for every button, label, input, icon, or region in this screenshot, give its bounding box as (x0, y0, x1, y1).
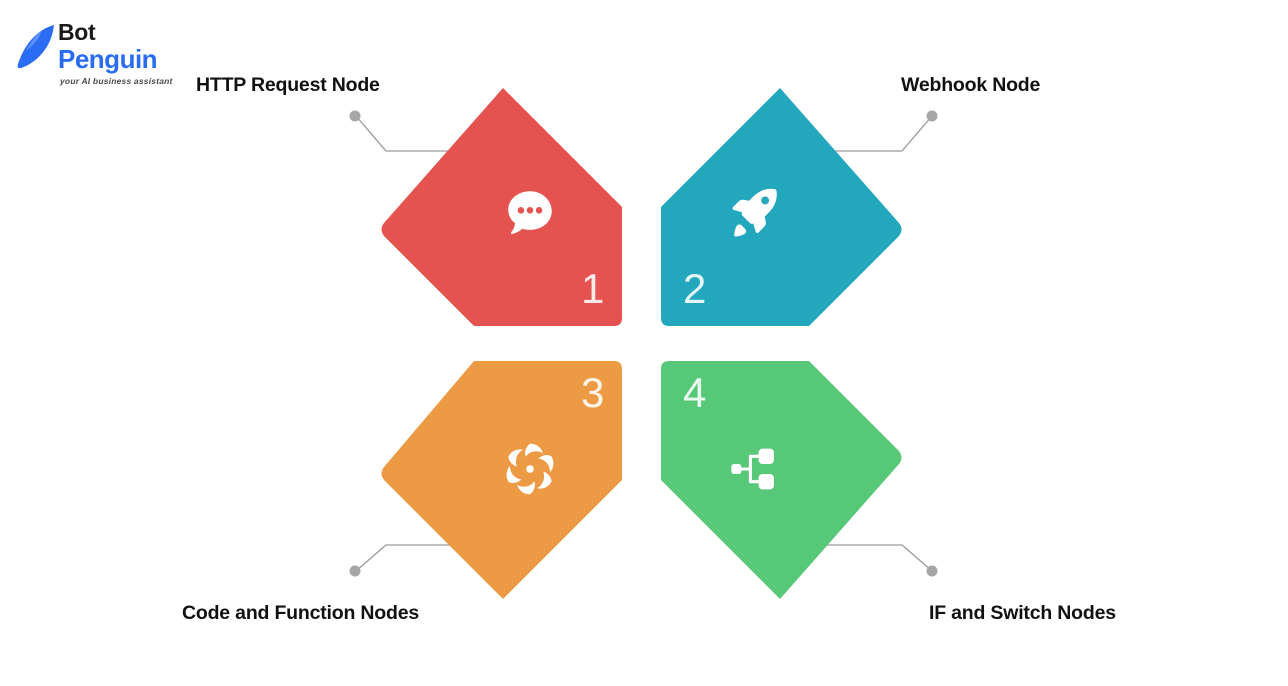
node-4-number: 4 (683, 369, 707, 416)
brand-logo: Bot Penguin your AI business assistant (16, 19, 186, 86)
node-2-pentagon (661, 88, 902, 326)
node-3-label: Code and Function Nodes (182, 602, 419, 624)
node-2-label: Webhook Node (901, 74, 1041, 96)
brand-wordmark: Bot Penguin (58, 19, 158, 74)
node-4-shape[interactable]: 4 (655, 355, 905, 605)
node-4-pentagon (661, 361, 902, 599)
brand-name-penguin: Penguin (58, 44, 158, 74)
swirl-rosette-icon (501, 440, 559, 498)
node-3-number: 3 (581, 369, 605, 416)
node-2-shape[interactable]: 2 (655, 82, 905, 332)
node-1-shape[interactable]: 1 (378, 82, 628, 332)
node-3-shape[interactable]: 3 (378, 355, 628, 605)
node-3-pentagon (381, 361, 622, 599)
node-2-number: 2 (683, 265, 707, 312)
chat-bubble-dots-icon (501, 184, 559, 242)
brand-name-bot: Bot (58, 19, 96, 45)
sitemap-icon (725, 440, 783, 498)
node-1-pentagon (381, 88, 622, 326)
node-1-label: HTTP Request Node (196, 74, 380, 96)
brand-tagline: your AI business assistant (60, 76, 173, 86)
penguin-logo-icon (16, 24, 58, 70)
rocket-icon (725, 184, 783, 242)
node-4-label: IF and Switch Nodes (929, 602, 1116, 624)
node-1-number: 1 (581, 265, 605, 312)
